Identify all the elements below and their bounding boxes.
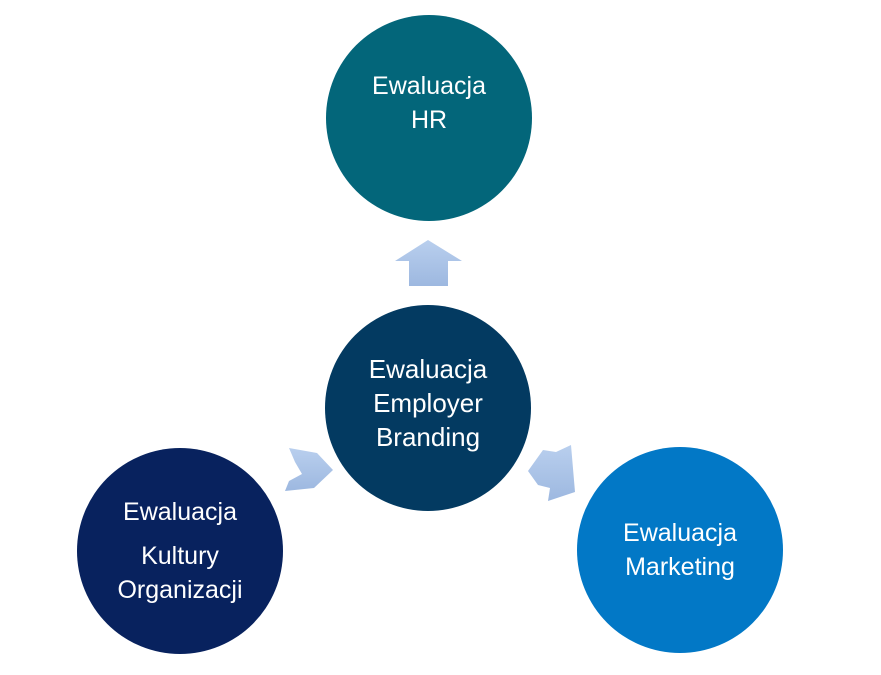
node-ewaluacja-employer-branding: Ewaluacja Employer Branding — [325, 305, 531, 511]
node-ewaluacja-marketing: Ewaluacja Marketing — [577, 447, 783, 653]
node-left-line-1: Ewaluacja — [123, 498, 237, 526]
node-top-line-1: Ewaluacja — [372, 72, 486, 100]
node-left-line-3: Organizacji — [117, 576, 243, 604]
node-ewaluacja-kultury-organizacji: Ewaluacja Kultury Organizacji — [77, 448, 283, 654]
node-ewaluacja-hr: Ewaluacja HR — [326, 15, 532, 221]
node-top-line-2: HR — [410, 106, 448, 134]
node-right-line-1: Ewaluacja — [623, 519, 737, 547]
node-right-line-2: Marketing — [625, 553, 735, 581]
arrow-down-left-icon — [285, 448, 333, 491]
arrow-down-right-icon — [528, 445, 575, 501]
arrow-up-icon — [395, 240, 462, 286]
node-center-line-2: Employer — [373, 388, 483, 418]
node-left-line-2: Kultury — [141, 542, 219, 570]
node-center-line-1: Ewaluacja — [368, 354, 488, 384]
node-center-line-3: Branding — [375, 422, 481, 452]
